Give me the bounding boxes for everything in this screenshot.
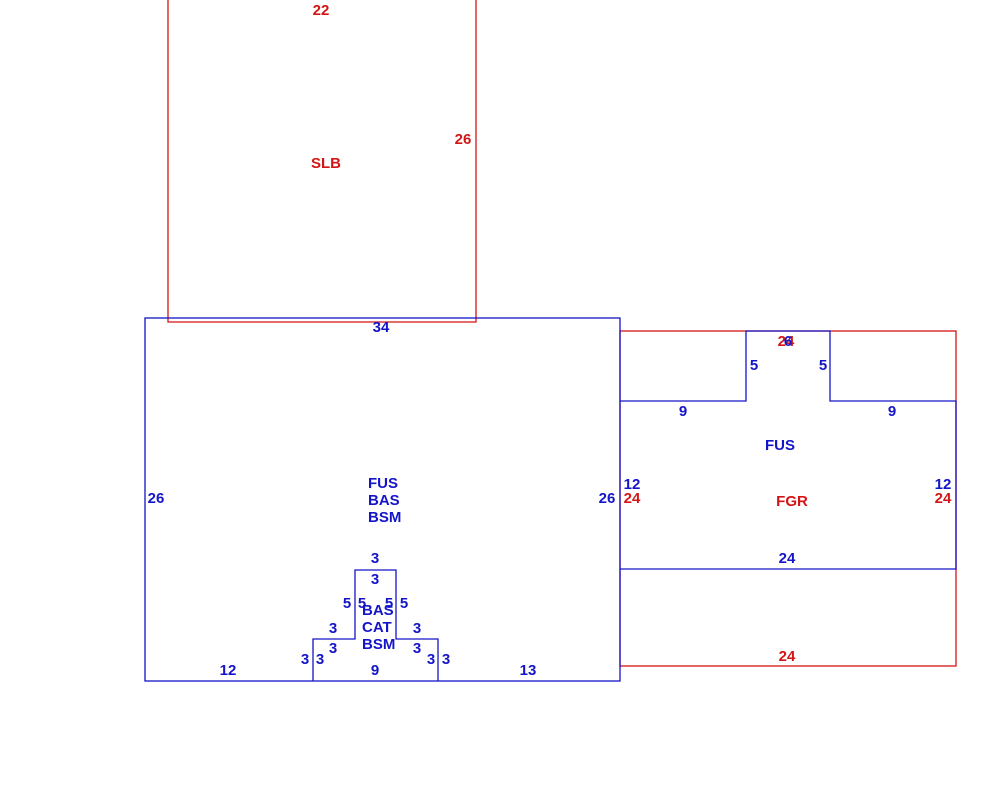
fgr-top-dim: 24 xyxy=(778,333,795,350)
main-bottom-left-dim: 12 xyxy=(220,662,237,679)
bump-upper-left-dim-b: 5 xyxy=(358,595,366,612)
bump-lower-right-dim-b: 3 xyxy=(442,651,450,668)
main-left-dim: 26 xyxy=(148,490,165,507)
bump-step-left-dim-inner: 3 xyxy=(329,640,337,657)
fus-ledge-right-dim: 9 xyxy=(888,403,896,420)
main-right-dim: 26 xyxy=(599,490,616,507)
slb-outline xyxy=(167,0,477,323)
main-area-code-1: FUS xyxy=(368,475,398,492)
main-area-code-2: BAS xyxy=(368,492,400,509)
fus-notch-left-dim: 5 xyxy=(750,357,758,374)
bump-top-dim-outer: 3 xyxy=(371,550,379,567)
bump-lower-right-dim-a: 3 xyxy=(427,651,435,668)
fgr-bottom-dim: 24 xyxy=(779,648,796,665)
bump-lower-left-dim-a: 3 xyxy=(301,651,309,668)
slb-right-dim: 26 xyxy=(455,131,472,148)
fus-left-dim: 12 xyxy=(624,476,641,493)
main-bottom-right-dim: 13 xyxy=(520,662,537,679)
fus-outline xyxy=(620,330,957,570)
bump-upper-right-dim-b: 5 xyxy=(400,595,408,612)
main-area-code-3: BSM xyxy=(368,509,401,526)
slb-area-code: SLB xyxy=(311,155,341,172)
main-top-dim: 34 xyxy=(373,319,390,336)
bump-bottom-dim: 9 xyxy=(371,662,379,679)
fus-notch-right-dim: 5 xyxy=(819,357,827,374)
fus-bottom-dim: 24 xyxy=(779,550,796,567)
bump-step-right-dim-outer: 3 xyxy=(413,620,421,637)
fgr-area-code: FGR xyxy=(776,493,808,510)
fgr-left-dim: 24 xyxy=(624,490,641,507)
bump-step-left-dim-outer: 3 xyxy=(329,620,337,637)
fus-ledge-left-dim: 9 xyxy=(679,403,687,420)
bump-upper-right-dim-a: 5 xyxy=(385,595,393,612)
main-outline xyxy=(144,317,621,682)
fus-right-dim: 12 xyxy=(935,476,952,493)
bump-top-dim-inner: 3 xyxy=(371,571,379,588)
slb-top-dim: 22 xyxy=(313,2,330,19)
bump-area-code-1: BAS xyxy=(362,602,394,619)
bump-area-code-3: BSM xyxy=(362,636,395,653)
fus-top-dim: 6 xyxy=(784,333,792,350)
bump-outline xyxy=(312,569,439,681)
bump-step-right-dim-inner: 3 xyxy=(413,640,421,657)
fus-area-code: FUS xyxy=(765,437,795,454)
bump-upper-left-dim-a: 5 xyxy=(343,595,351,612)
fgr-right-dim: 24 xyxy=(935,490,952,507)
bump-area-code-2: CAT xyxy=(362,619,392,636)
bump-lower-left-dim-b: 3 xyxy=(316,651,324,668)
